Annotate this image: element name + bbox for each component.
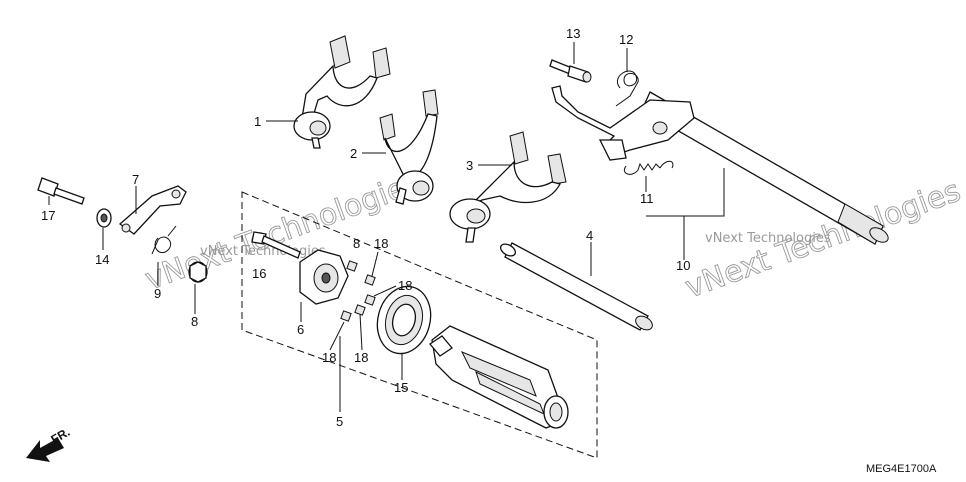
- bolt-13: [549, 59, 592, 83]
- callout-1: 1: [254, 114, 261, 129]
- diagram-code: MEG4E1700A: [866, 463, 937, 475]
- bolt-16: [251, 231, 301, 259]
- callout-10: 10: [676, 258, 690, 273]
- assembly-dashed-boundary: [241, 191, 598, 459]
- callout-8-upper: 8: [353, 236, 360, 251]
- callout-14: 14: [95, 252, 109, 267]
- shift-fork-1: [293, 35, 391, 149]
- front-arrow-icon: [26, 438, 64, 462]
- callout-labels: 1 2 3 4 5 6 7 8 8 9 10 11 12 13 14 15 16…: [41, 26, 690, 429]
- callout-15: 15: [394, 380, 408, 395]
- shift-fork-2: [379, 89, 439, 205]
- callout-9: 9: [154, 286, 161, 301]
- front-direction-indicator: FR.: [26, 425, 72, 462]
- callout-11: 11: [640, 191, 654, 206]
- watermark-text-right: vNext Technologies: [705, 231, 831, 246]
- shift-fork-3: [449, 131, 567, 243]
- return-spring-11: [624, 160, 674, 175]
- callout-16: 16: [252, 266, 266, 281]
- bolt-17: [37, 177, 85, 205]
- callout-6: 6: [297, 322, 304, 337]
- washer-14: [96, 208, 112, 228]
- callout-2: 2: [350, 146, 357, 161]
- bearing-15: [376, 285, 432, 355]
- callout-18-bottom: 18: [354, 350, 368, 365]
- spring-12: [615, 70, 639, 107]
- callout-18-top: 18: [374, 236, 388, 251]
- gearshift-spindle-10: [551, 85, 889, 245]
- callout-4: 4: [586, 228, 593, 243]
- callout-5: 5: [336, 414, 343, 429]
- collar-8: [188, 261, 208, 283]
- callout-17: 17: [41, 208, 55, 223]
- dowel-pins-18: [340, 260, 376, 322]
- callout-18-right: 18: [398, 278, 412, 293]
- callout-18-bottom-left: 18: [322, 350, 336, 365]
- drum-center-6: [299, 249, 349, 305]
- shift-drum-5: [429, 325, 569, 429]
- stopper-arm-7: [118, 185, 187, 235]
- callout-3: 3: [466, 158, 473, 173]
- fork-shaft-4: [499, 242, 653, 331]
- leader-lines: [48, 42, 725, 412]
- callout-8-lower: 8: [191, 314, 198, 329]
- watermark-outline-left: vNext Technologies: [141, 165, 425, 297]
- spring-9: [151, 225, 177, 255]
- callout-13: 13: [566, 26, 580, 41]
- callout-7: 7: [132, 172, 139, 187]
- callout-12: 12: [619, 32, 633, 47]
